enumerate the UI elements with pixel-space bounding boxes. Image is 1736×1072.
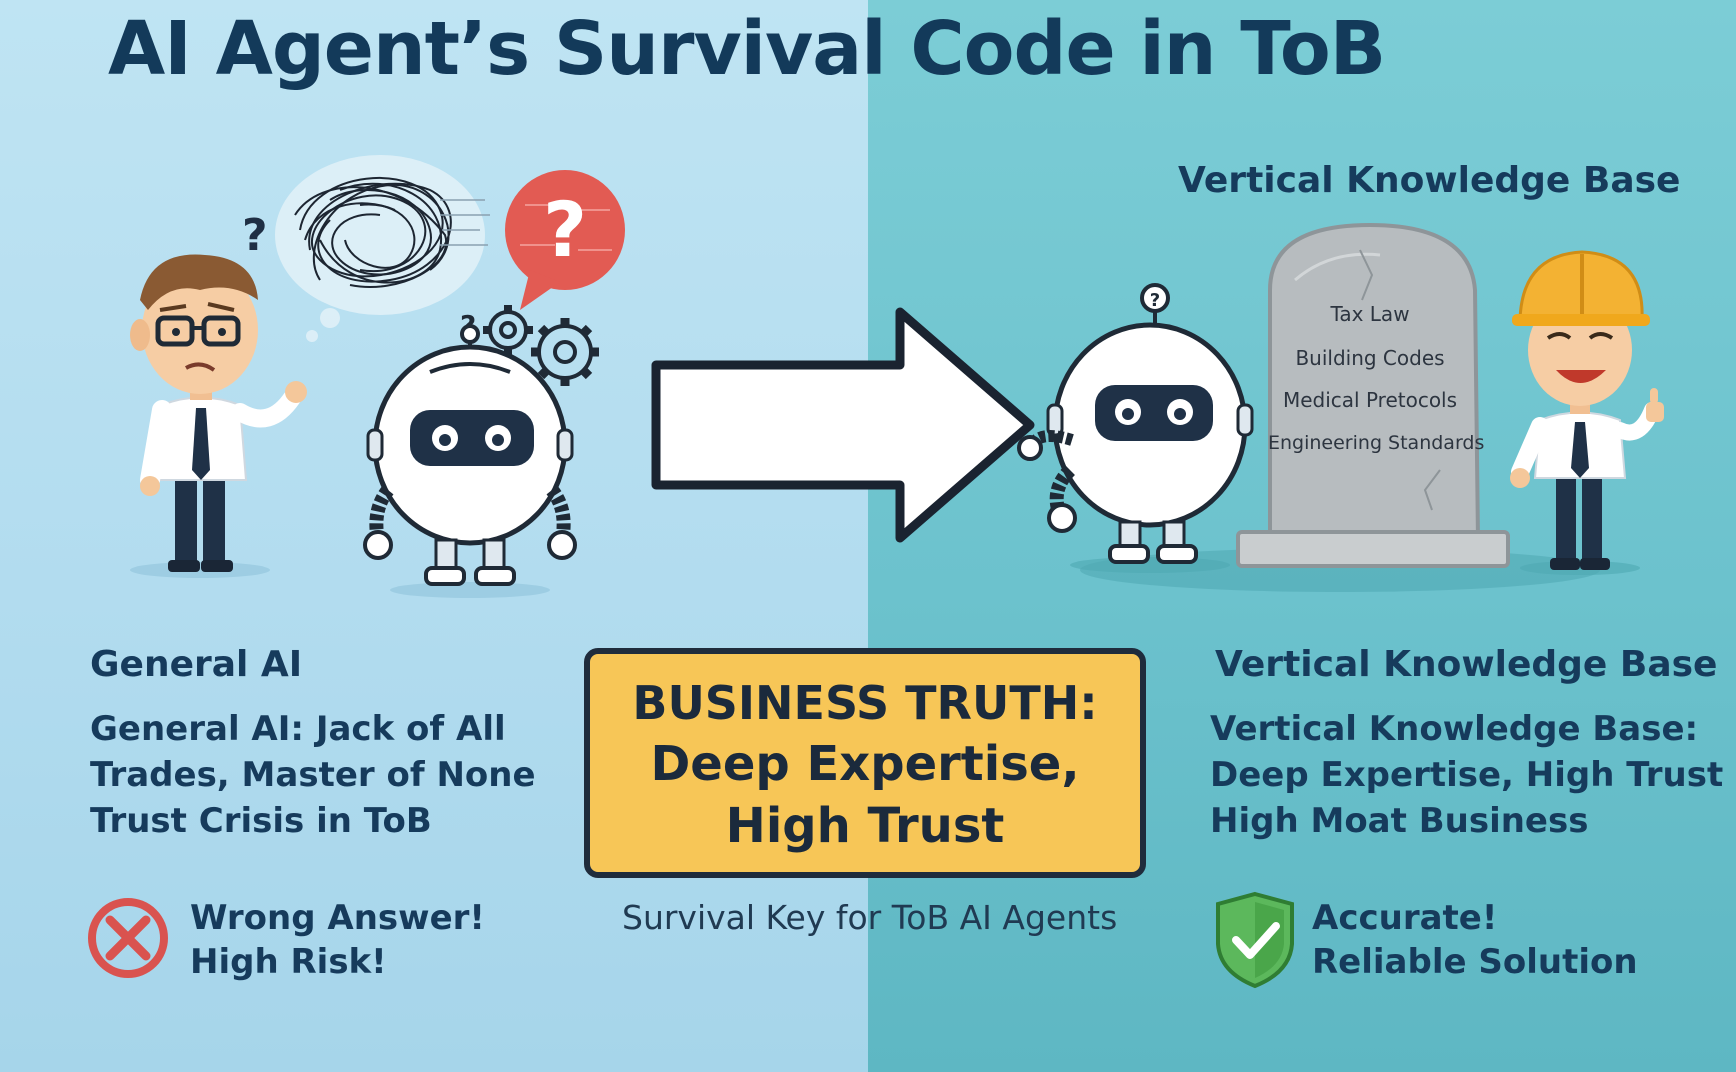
verdict-line: Wrong Answer!: [190, 898, 485, 938]
description-line: Trades, Master of None: [90, 755, 536, 795]
page-title: AI Agent’s Survival Code in ToB: [108, 6, 1386, 92]
tombstone-item: Medical Pretocols: [1282, 388, 1458, 412]
tombstone-item: Building Codes: [1295, 346, 1445, 370]
verdict-line: High Risk!: [190, 942, 387, 982]
description-line: Trust Crisis in ToB: [90, 801, 432, 841]
truth-line: High Trust: [725, 798, 1005, 854]
shield-check-icon: [1216, 891, 1294, 989]
general-ai-description: General AI: Jack of All Trades, Master o…: [90, 706, 536, 844]
confused-robot: [363, 324, 577, 598]
question-mark-icon: ?: [242, 210, 268, 261]
knowledge-base-header: Vertical Knowledge Base: [1178, 160, 1681, 201]
tombstone-item: Engineering Standards: [1268, 432, 1485, 454]
truth-line: BUSINESS TRUTH:: [632, 676, 1098, 730]
tombstone: [1080, 222, 1600, 592]
truth-line: Deep Expertise,: [650, 736, 1080, 792]
svg-text:?: ?: [1150, 290, 1160, 311]
confused-businessman: ?: [130, 210, 307, 578]
description-line: High Moat Business: [1210, 801, 1589, 841]
accurate-verdict: Accurate! Reliable Solution: [1312, 896, 1638, 984]
tagline: Survival Key for ToB AI Agents: [622, 898, 1118, 937]
verdict-line: Reliable Solution: [1312, 942, 1638, 982]
confident-robot: ?: [1017, 283, 1254, 573]
verdict-line: Accurate!: [1312, 898, 1498, 938]
general-ai-heading: General AI: [90, 644, 303, 685]
x-circle-icon: [88, 898, 168, 978]
red-question-bubble: ?: [505, 170, 625, 310]
happy-engineer: [1510, 250, 1664, 575]
wrong-answer-verdict: Wrong Answer! High Risk!: [190, 896, 485, 984]
description-line: General AI: Jack of All: [90, 709, 506, 749]
description-line: Vertical Knowledge Base:: [1210, 709, 1699, 749]
business-truth-box: BUSINESS TRUTH: Deep Expertise, High Tru…: [584, 648, 1146, 878]
description-line: Deep Expertise, High Trust: [1210, 755, 1724, 795]
vertical-kb-heading: Vertical Knowledge Base: [1215, 644, 1718, 685]
vertical-kb-description: Vertical Knowledge Base: Deep Expertise,…: [1210, 706, 1723, 844]
svg-text:?: ?: [543, 185, 587, 274]
tombstone-item: Tax Law: [1330, 302, 1410, 326]
scribble-thought-bubble: [275, 155, 490, 342]
arrow-right-icon: [651, 307, 1035, 543]
